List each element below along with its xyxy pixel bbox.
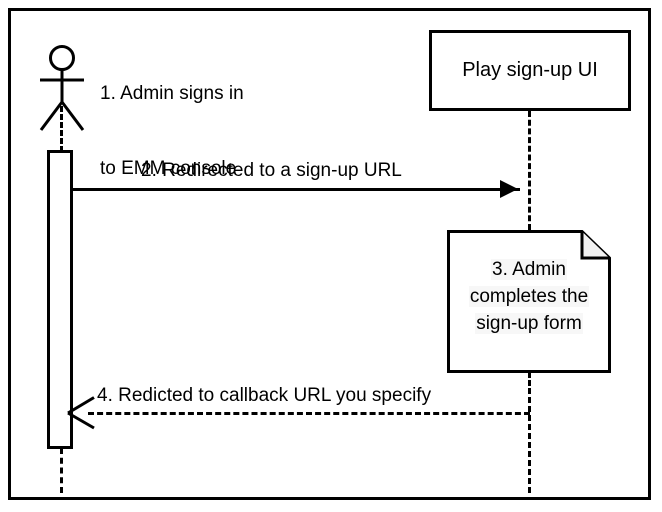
message-2-line: [73, 188, 520, 191]
lifeline-play-signup-ui-lower: [528, 397, 531, 493]
stick-figure-icon: [39, 45, 85, 131]
note-line-1: 3. Admin: [491, 259, 567, 280]
note-line-2: completes the: [468, 286, 590, 307]
message-4-arrowhead-icon: [66, 396, 96, 430]
actor-annotation-line1: 1. Admin signs in: [100, 83, 244, 104]
actor-admin[interactable]: [36, 44, 88, 134]
lifeline-play-signup-ui-mid: [528, 372, 531, 394]
message-4-line: [88, 412, 530, 415]
message-2-label: 2. Redirected to a sign-up URL: [141, 160, 402, 181]
note-admin-completes-form: 3. Admin completes the sign-up form: [447, 230, 611, 373]
note-text: 3. Admin completes the sign-up form: [447, 256, 611, 337]
message-2-arrowhead-icon: [500, 180, 518, 198]
lifeline-admin-bottom: [60, 448, 63, 493]
participant-label: Play sign-up UI: [462, 59, 598, 81]
activation-bar-admin[interactable]: [47, 150, 73, 449]
message-4-label: 4. Redicted to callback URL you specify: [97, 385, 432, 406]
note-line-3: sign-up form: [475, 313, 583, 334]
participant-play-signup-ui[interactable]: Play sign-up UI: [429, 30, 631, 111]
actor-annotation: 1. Admin signs in to EMM console: [100, 31, 300, 231]
lifeline-play-signup-ui-upper: [528, 111, 531, 230]
lifeline-admin-top: [60, 106, 63, 152]
actor-annotation-line2: to EMM console: [100, 158, 237, 179]
